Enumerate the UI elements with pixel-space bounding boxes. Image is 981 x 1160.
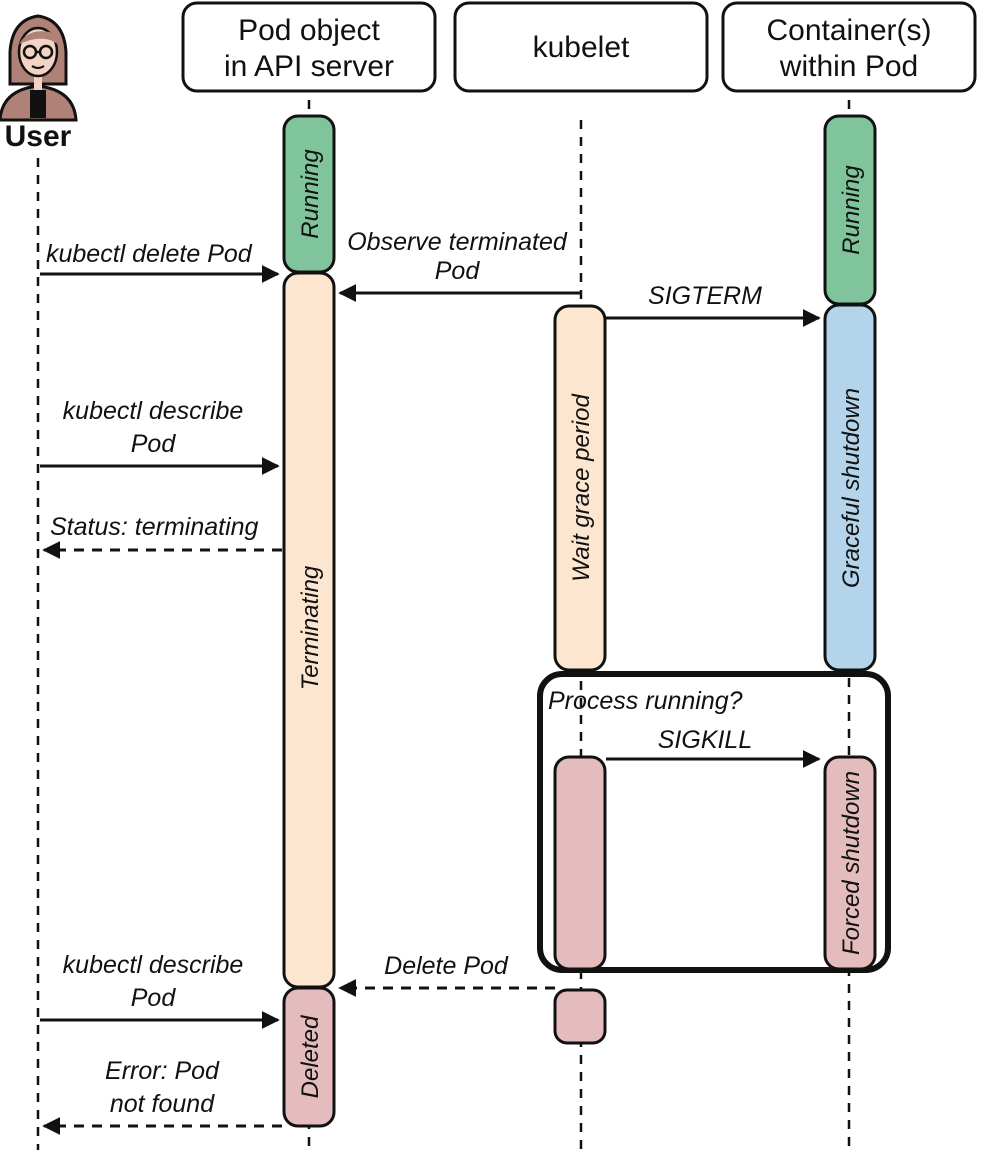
pod-terminating-label: Terminating — [297, 565, 324, 690]
pod-deleted-bar — [282, 986, 336, 1128]
process-running-frame — [537, 671, 891, 973]
kubelet-sigkill-bar — [553, 755, 607, 971]
kubelet-header — [453, 1, 709, 93]
pod-deleted-label: Deleted — [297, 1015, 324, 1098]
pod-object-header-line2: in API server — [224, 50, 394, 83]
container-forced-bar — [823, 755, 877, 971]
msg-status-label: Status: terminating — [50, 513, 259, 541]
msg-observe-label-line2: Pod — [435, 257, 481, 285]
msg-describe2-label-line2: Pod — [131, 984, 177, 1012]
container-graceful-label: Graceful shutdown — [838, 388, 865, 588]
container-forced-label: Forced shutdown — [838, 771, 865, 955]
kubelet-wait-bar — [553, 304, 607, 672]
containers-header-line1: Container(s) — [766, 14, 931, 47]
kubelet-wait-label: Wait grace period — [568, 394, 595, 582]
msg-delete-pod-kubelet-label: Delete Pod — [384, 952, 509, 980]
msg-error-label-line2: not found — [110, 1090, 215, 1118]
process-running-label: Process running? — [548, 687, 743, 715]
containers-header — [721, 1, 977, 93]
containers-header-line2: within Pod — [779, 50, 918, 83]
msg-sigkill-label: SIGKILL — [658, 726, 753, 754]
msg-describe1-label-line1: kubectl describe — [63, 397, 244, 425]
msg-sigterm-label: SIGTERM — [648, 282, 762, 310]
kubelet-delete-bar — [553, 988, 607, 1045]
msg-error-label-line1: Error: Pod — [105, 1057, 220, 1085]
msg-describe1-label-line2: Pod — [131, 430, 177, 458]
user-avatar-icon — [0, 14, 78, 122]
msg-describe2-label-line1: kubectl describe — [63, 951, 244, 979]
pod-running-label: Running — [297, 149, 324, 239]
container-graceful-bar — [823, 303, 877, 672]
user-label: User — [5, 120, 72, 153]
kubelet-header-label: kubelet — [533, 31, 630, 64]
pod-object-header-line1: Pod object — [238, 14, 380, 47]
msg-delete-pod-label: kubectl delete Pod — [46, 240, 253, 268]
container-running-label: Running — [838, 165, 865, 255]
msg-observe-label-line1: Observe terminated — [347, 228, 568, 256]
pod-object-header — [181, 1, 437, 93]
